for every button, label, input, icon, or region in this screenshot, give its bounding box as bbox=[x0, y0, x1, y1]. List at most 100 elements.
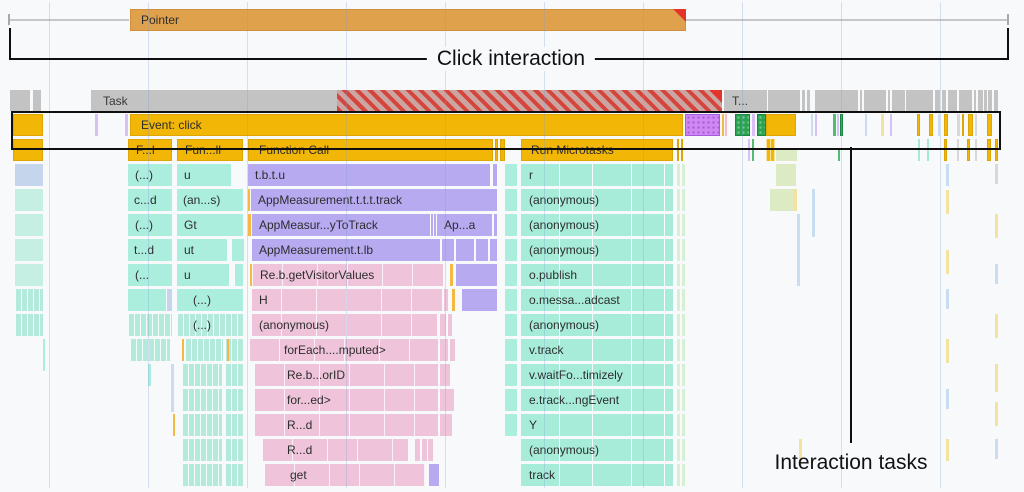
flame-tick[interactable] bbox=[682, 189, 685, 211]
flame-bar-anonymous[interactable]: (anonymous) bbox=[521, 439, 673, 461]
flame-tick[interactable] bbox=[946, 250, 949, 274]
flame-bar[interactable] bbox=[440, 364, 450, 386]
flame-tick[interactable] bbox=[173, 414, 175, 436]
flame-tick[interactable] bbox=[812, 189, 815, 237]
flame-tick[interactable] bbox=[978, 90, 983, 111]
flame-tick[interactable] bbox=[957, 139, 959, 161]
flame-tick[interactable] bbox=[428, 439, 433, 461]
flame-tick[interactable] bbox=[167, 289, 172, 311]
flame-tick[interactable] bbox=[944, 114, 948, 136]
flame-tick[interactable] bbox=[682, 314, 685, 336]
flame-tick[interactable] bbox=[677, 314, 680, 336]
flame-bar-anonymous[interactable]: (anonymous) bbox=[521, 214, 673, 236]
flame-bar[interactable] bbox=[232, 239, 244, 261]
flame-tick[interactable] bbox=[248, 214, 251, 236]
flame-bar[interactable] bbox=[766, 114, 796, 136]
flame-bar-bar[interactable]: (... bbox=[128, 264, 172, 286]
flame-tick[interactable] bbox=[975, 139, 977, 161]
flame-bar[interactable] bbox=[225, 339, 243, 361]
flame-tick[interactable] bbox=[677, 139, 679, 161]
flame-tick[interactable] bbox=[677, 264, 680, 286]
flame-tick[interactable] bbox=[815, 114, 817, 136]
flame-tick[interactable] bbox=[890, 114, 892, 136]
flame-bar-c-d[interactable]: c...d bbox=[128, 189, 172, 211]
flame-tick[interactable] bbox=[681, 139, 683, 161]
flame-tick[interactable] bbox=[250, 264, 252, 286]
flame-bar-for-ed[interactable]: for...ed> bbox=[255, 389, 438, 411]
flame-bar[interactable] bbox=[15, 289, 43, 311]
flame-bar[interactable] bbox=[182, 414, 222, 436]
flame-tick[interactable] bbox=[171, 364, 174, 412]
flame-tick[interactable] bbox=[682, 389, 685, 411]
flame-bar-appmeasurement-t-t-t-track[interactable]: AppMeasurement.t.t.t.track bbox=[251, 189, 497, 211]
flame-bar[interactable] bbox=[505, 339, 517, 361]
flame-bar[interactable] bbox=[442, 239, 454, 261]
flame-tick[interactable] bbox=[918, 139, 920, 161]
flame-tick[interactable] bbox=[917, 114, 920, 136]
flame-bar-e-track-ngevent[interactable]: e.track...ngEvent bbox=[521, 389, 673, 411]
flame-bar[interactable] bbox=[440, 389, 454, 411]
flame-tick[interactable] bbox=[682, 339, 685, 361]
flame-bar[interactable] bbox=[768, 90, 800, 111]
flame-tick[interactable] bbox=[984, 90, 987, 111]
flame-bar-appmeasurement-t-lb[interactable]: AppMeasurement.t.lb bbox=[252, 239, 440, 261]
flame-tick[interactable] bbox=[752, 139, 754, 161]
flame-tick[interactable] bbox=[682, 464, 685, 486]
flame-bar[interactable] bbox=[185, 339, 223, 361]
flame-bar[interactable] bbox=[505, 189, 517, 211]
flame-tick[interactable] bbox=[682, 164, 685, 186]
flame-tick[interactable] bbox=[677, 439, 680, 461]
flame-bar-anonymous[interactable]: (anonymous) bbox=[521, 314, 673, 336]
flame-bar-f-l[interactable]: F...l bbox=[128, 139, 172, 161]
flame-bar-t[interactable]: T... bbox=[724, 90, 767, 111]
flame-tick[interactable] bbox=[677, 289, 680, 311]
flame-tick[interactable] bbox=[962, 114, 964, 136]
flame-bar[interactable] bbox=[757, 114, 766, 136]
flame-tick[interactable] bbox=[995, 314, 998, 338]
flame-tick[interactable] bbox=[434, 214, 436, 236]
flame-bar[interactable] bbox=[429, 464, 439, 486]
flame-tick[interactable] bbox=[43, 339, 45, 371]
flame-bar[interactable] bbox=[456, 264, 497, 286]
flame-tick[interactable] bbox=[725, 114, 727, 136]
flame-tick[interactable] bbox=[494, 214, 497, 236]
flame-bar-v-waitfo-timizely[interactable]: v.waitFo...timizely bbox=[521, 364, 673, 386]
flame-bar-foreach-mputed[interactable]: forEach....mputed> bbox=[250, 339, 438, 361]
flame-tick[interactable] bbox=[677, 239, 680, 261]
flame-bar-r[interactable]: r bbox=[521, 164, 673, 186]
flame-bar-anonymous[interactable]: (anonymous) bbox=[521, 189, 673, 211]
flame-bar[interactable] bbox=[462, 289, 497, 311]
flame-tick[interactable] bbox=[811, 114, 813, 136]
flame-bar-an-s[interactable]: (an...s) bbox=[177, 189, 243, 211]
flame-bar[interactable] bbox=[948, 90, 957, 111]
flame-bar[interactable] bbox=[225, 389, 243, 411]
flame-bar[interactable] bbox=[15, 164, 43, 186]
flame-tick[interactable] bbox=[431, 214, 433, 236]
flame-tick[interactable] bbox=[682, 414, 685, 436]
flame-tick[interactable] bbox=[946, 339, 949, 363]
flame-tick[interactable] bbox=[988, 90, 992, 111]
flame-tick[interactable] bbox=[975, 114, 977, 136]
flame-bar-bar[interactable]: (...) bbox=[177, 289, 243, 311]
flame-tick[interactable] bbox=[987, 114, 992, 136]
flame-tick[interactable] bbox=[682, 439, 685, 461]
flame-tick[interactable] bbox=[946, 190, 949, 214]
flame-bar-ap-a[interactable]: Ap...a bbox=[437, 214, 492, 236]
flame-tick[interactable] bbox=[422, 439, 427, 461]
flame-bar-event-click[interactable]: Event: click bbox=[130, 114, 683, 136]
flame-tick[interactable] bbox=[995, 139, 998, 161]
flame-bar[interactable] bbox=[735, 114, 750, 136]
flame-tick[interactable] bbox=[974, 90, 976, 111]
flame-tick[interactable] bbox=[938, 114, 940, 136]
flame-tick[interactable] bbox=[860, 90, 862, 111]
flame-tick[interactable] bbox=[440, 314, 446, 336]
flame-tick[interactable] bbox=[995, 264, 998, 284]
flame-tick[interactable] bbox=[995, 214, 998, 238]
flame-bar[interactable] bbox=[182, 389, 222, 411]
flame-bar[interactable] bbox=[505, 264, 517, 286]
flame-tick[interactable] bbox=[452, 289, 455, 311]
flame-tick[interactable] bbox=[677, 164, 680, 186]
flame-tick[interactable] bbox=[677, 339, 680, 361]
flame-tick[interactable] bbox=[946, 389, 949, 409]
flame-tick[interactable] bbox=[838, 148, 840, 161]
